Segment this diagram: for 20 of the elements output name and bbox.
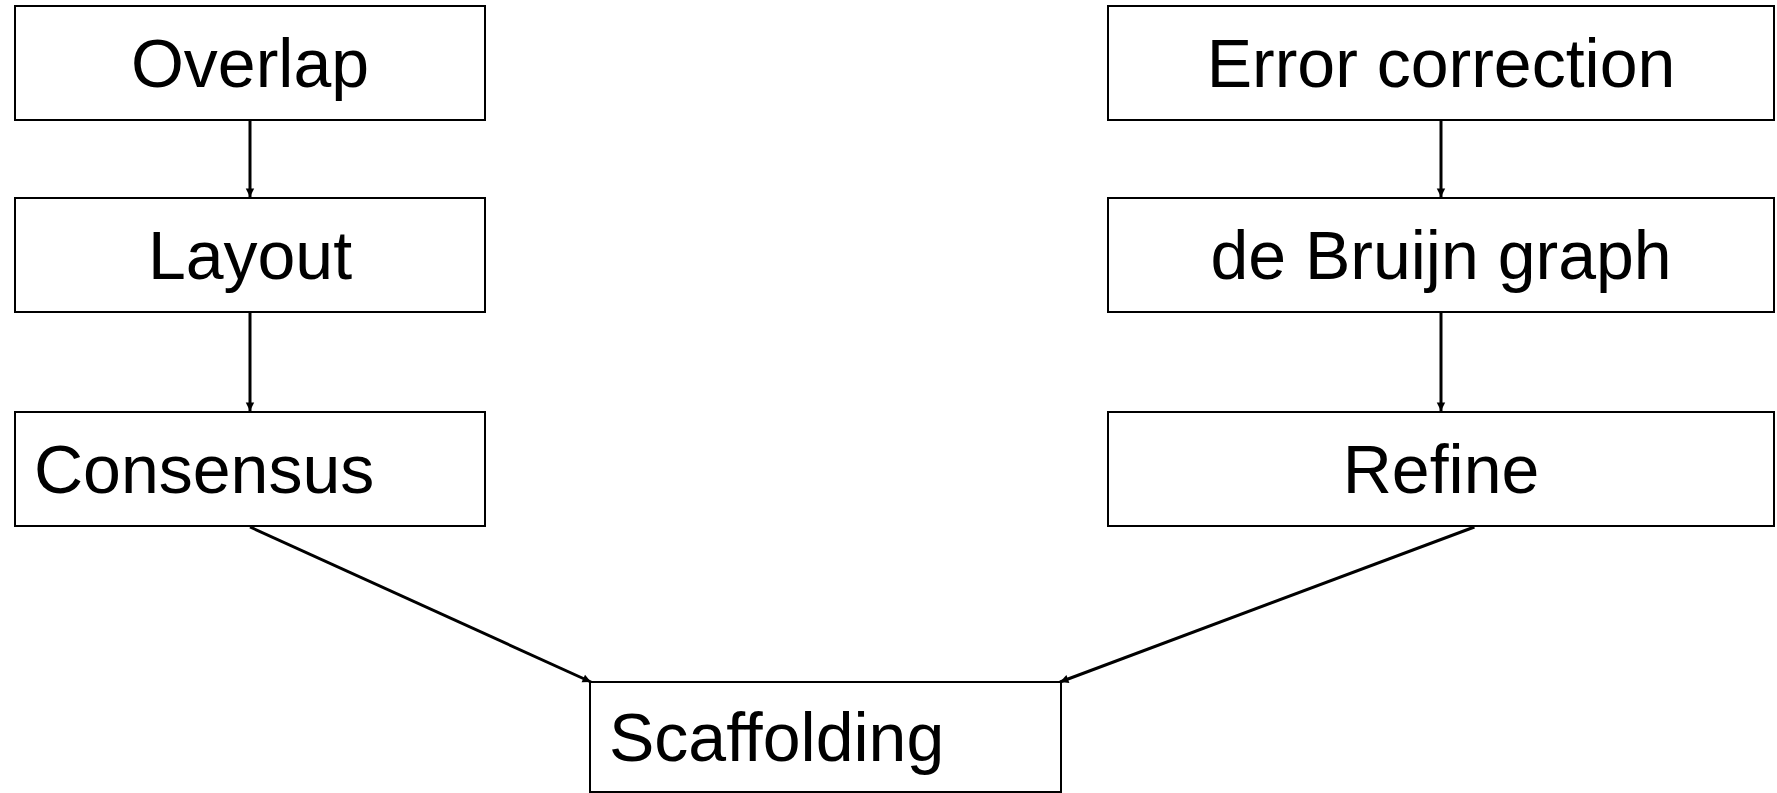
step-label: de Bruijn graph [1210, 216, 1672, 294]
arrow [1059, 525, 1475, 684]
process-box [14, 5, 486, 121]
process-box [1107, 5, 1775, 121]
process-box [589, 681, 1062, 793]
arrow [249, 525, 592, 684]
arrow [245, 313, 255, 411]
process-box [1107, 197, 1775, 313]
step-label: Layout [147, 216, 353, 294]
arrow [245, 121, 255, 197]
step-label: Refine [1342, 430, 1540, 508]
arrow [1436, 121, 1446, 197]
step-label: Scaffolding [609, 698, 945, 776]
process-box [14, 411, 486, 527]
arrow [1436, 313, 1446, 411]
step-label: Consensus [34, 430, 375, 508]
step-label: Error correction [1206, 24, 1676, 102]
step-label: Overlap [130, 24, 370, 102]
process-box [1107, 411, 1775, 527]
process-box [14, 197, 486, 313]
